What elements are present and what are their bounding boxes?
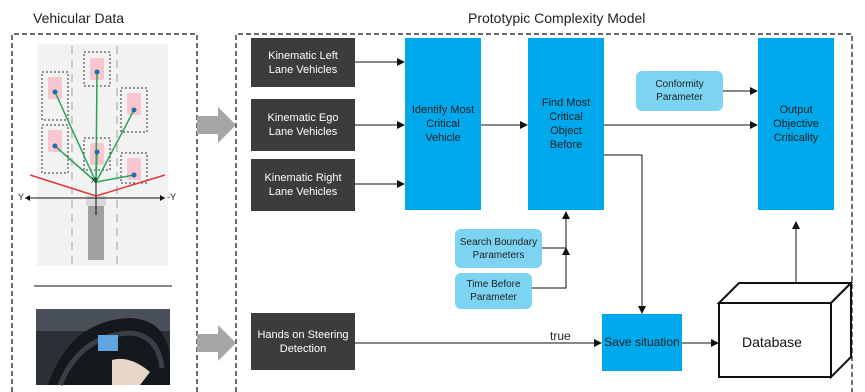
vehicular-data-heading: Vehicular Data (33, 10, 125, 26)
vehicular-data-frame (11, 33, 198, 392)
road-scene-illustration (25, 44, 168, 266)
conformity-parameter-box: Conformity Parameter (636, 71, 723, 111)
time-before-parameter-box: Time Before Parameter (455, 273, 532, 309)
true-label: true (550, 329, 571, 343)
search-boundary-parameters-box: Search Boundary Parameters (455, 229, 542, 268)
gray-arrow-bottom (197, 325, 236, 361)
database-shape (716, 280, 854, 380)
y-axis-label: Y (18, 192, 25, 202)
x-axis-label: X (91, 176, 97, 185)
gray-arrow-top (197, 107, 236, 143)
kinematic-left-lane-box: Kinematic Left Lane Vehicles (251, 38, 355, 87)
database-label: Database (742, 334, 802, 350)
kinematic-right-lane-box: Kinematic Right Lane Vehicles (251, 159, 355, 211)
complexity-model-frame (235, 33, 853, 392)
save-situation-box: Save situation (602, 314, 682, 371)
complexity-model-heading: Prototypic Complexity Model (468, 10, 646, 26)
hands-on-steering-box: Hands on Steering Detection (251, 313, 355, 370)
identify-most-critical-vehicle-box: Identify Most Critical Vehicle (405, 38, 481, 210)
steering-wheel-photo (36, 309, 170, 386)
find-most-critical-object-box: Find Most Critical Object Before (528, 38, 604, 210)
neg-y-axis-label: -Y (167, 192, 176, 202)
output-objective-criticality-box: Output Objective Criticality (758, 38, 834, 210)
kinematic-ego-lane-box: Kinematic Ego Lane Vehicles (251, 99, 355, 151)
